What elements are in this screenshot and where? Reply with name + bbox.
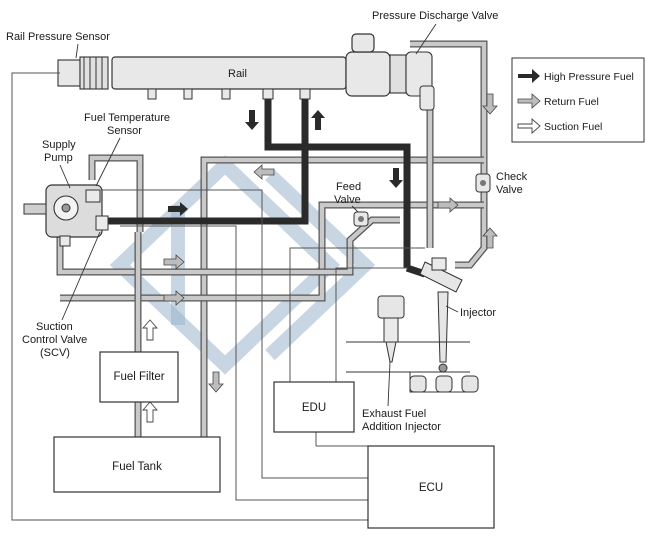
supply-pump [23,184,109,247]
legend-high-pressure-icon [518,69,540,83]
watermark-logo [109,155,376,375]
injector-label: Injector [460,307,496,319]
supply-pump-label-2: Pump [44,152,73,164]
legend-suction-icon [517,118,541,134]
legend: High Pressure Fuel Return Fuel Suction F… [511,57,645,143]
ecu-wire-2 [120,225,368,501]
scv-label-2: Control Valve [22,334,87,346]
rail-pressure-sensor-label: Rail Pressure Sensor [6,31,110,43]
scv-label-3: (SCV) [40,347,70,359]
fuel-temperature-sensor-label-1: Fuel Temperature [84,112,170,124]
sensor-wire [11,72,368,521]
fuel-pipes [56,40,488,437]
check-valve-label-2: Valve [496,184,523,196]
edu-label: EDU [302,402,326,414]
engine-block [346,341,479,393]
legend-return-icon [517,93,541,109]
ecu-wire-1 [100,189,368,479]
exhaust-injector-label-1: Exhaust Fuel [362,408,426,420]
ecu-box: ECU [367,445,495,529]
fuel-temperature-sensor-label-2: Sensor [107,125,142,137]
legend-high-pressure: High Pressure Fuel [544,71,634,83]
injector [419,257,463,373]
fuel-filter-label: Fuel Filter [113,371,164,383]
supply-pump-label-1: Supply [42,139,76,151]
rail: Rail [57,33,435,111]
edu-box: EDU [273,381,355,433]
exhaust-injector-label-2: Addition Injector [362,421,441,433]
check-valve [475,173,491,193]
feed-valve-label-2: Valve [334,194,361,206]
fuel-filter-box: Fuel Filter [99,351,179,403]
legend-return: Return Fuel [544,96,599,108]
pressure-discharge-valve-label: Pressure Discharge Valve [372,10,498,22]
legend-suction: Suction Fuel [544,121,602,133]
fuel-tank-box: Fuel Tank [53,436,221,493]
rail-label: Rail [228,68,247,80]
ecu-label: ECU [419,482,443,494]
scv-label-1: Suction [36,321,73,333]
edu-wire [289,247,425,382]
exhaust-fuel-addition-injector [377,295,405,363]
fuel-tank-label: Fuel Tank [112,461,162,473]
check-valve-label-1: Check [496,171,528,183]
callouts: Rail Pressure Sensor Pressure Discharge … [6,10,528,433]
feed-valve [353,211,369,227]
feed-valve-label-1: Feed [336,181,361,193]
